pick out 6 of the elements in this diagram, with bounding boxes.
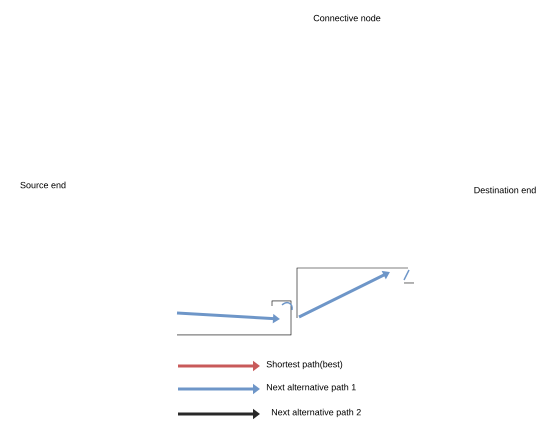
legend-text: Next alternative path 2 [272, 408, 361, 418]
label-text: Connective node [314, 14, 380, 22]
legend-text: Shortest path(best) [266, 360, 342, 370]
legend-text: Next alternative path 1 [266, 384, 356, 392]
label-text: Destination end [474, 186, 536, 194]
label-text: Source end [20, 182, 66, 188]
